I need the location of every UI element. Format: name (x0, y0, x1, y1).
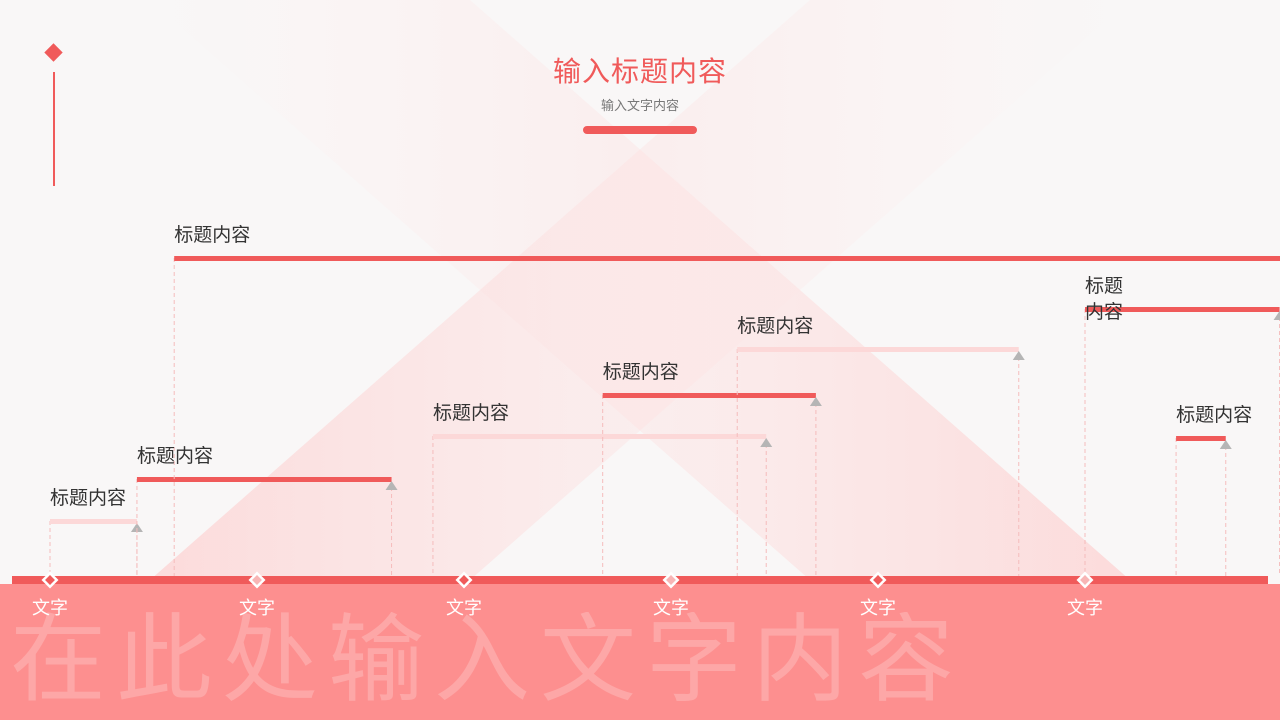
task-label: 标题内容 (174, 224, 251, 246)
x-tick-label: 文字 (446, 598, 482, 619)
task-label: 标题内容 (1176, 404, 1253, 426)
task-end-marker (1273, 311, 1280, 320)
x-tick-label: 文字 (653, 598, 689, 619)
task-end-marker (1012, 351, 1025, 360)
x-tick-label: 文字 (32, 598, 68, 619)
task-end-marker (760, 438, 773, 447)
page-title: 输入标题内容 (552, 55, 727, 88)
axis-diamond-inner (45, 575, 55, 585)
page-subtitle: 输入文字内容 (600, 99, 679, 114)
axis-diamond-inner (252, 575, 262, 585)
corner-accent-line (53, 72, 55, 186)
task-bar (1085, 307, 1280, 312)
axis-diamond-inner (1080, 575, 1090, 585)
task-bar (1176, 436, 1226, 441)
x-tick-label: 文字 (1067, 598, 1103, 619)
bottom-band (0, 584, 1280, 720)
axis-diamond-inner (459, 575, 469, 585)
title-underline (583, 126, 697, 134)
task-bar (602, 393, 816, 398)
task-label: 标题内容 (432, 402, 509, 424)
task-label: 标题内容 (602, 361, 679, 383)
x-tick-label: 文字 (860, 598, 896, 619)
task-end-marker (385, 481, 398, 490)
task-bar (50, 519, 137, 524)
bottom-watermark-text: 在此处输入文字内容 (10, 612, 964, 716)
task-bar (432, 434, 767, 439)
task-label: 标题内容 (50, 487, 127, 509)
task-end-marker (809, 397, 822, 406)
task-end-marker (130, 523, 143, 532)
x-tick-label: 文字 (239, 598, 275, 619)
task-bar (174, 256, 1280, 261)
task-end-marker (1219, 440, 1232, 449)
axis-diamond-inner (666, 575, 676, 585)
task-bar (136, 477, 392, 482)
axis-diamond-inner (873, 575, 883, 585)
task-label: 标题内容 (1085, 275, 1124, 323)
task-bar (737, 347, 1019, 352)
task-label: 标题内容 (136, 445, 213, 467)
timeline-axis (12, 576, 1268, 584)
task-label: 标题内容 (737, 315, 814, 337)
